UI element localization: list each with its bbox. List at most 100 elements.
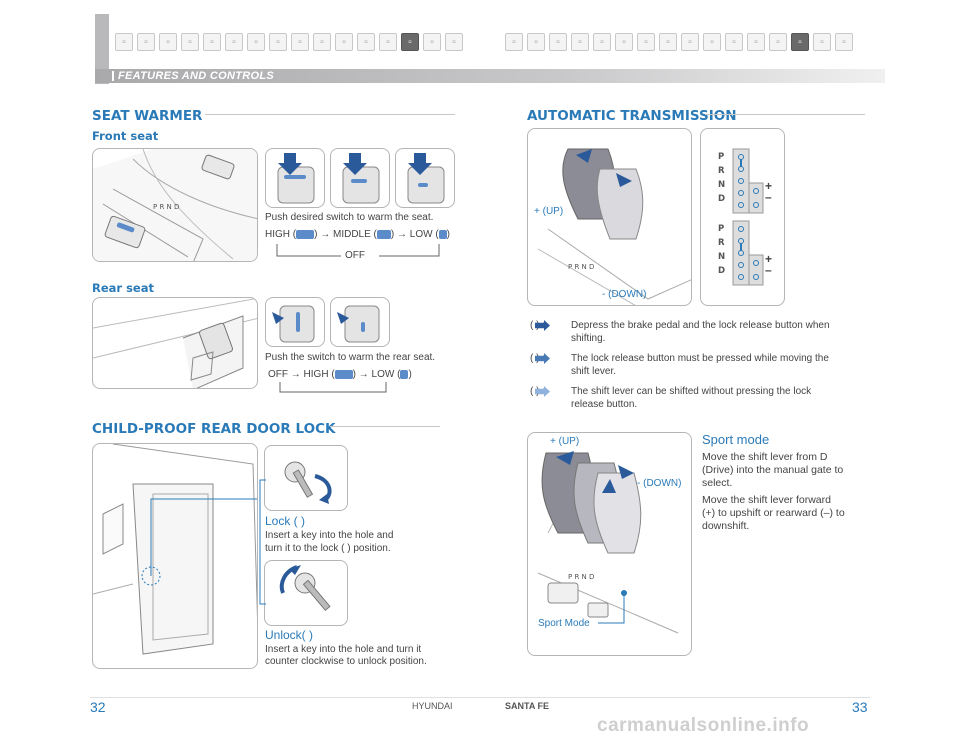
unlock-label: Unlock( ) (265, 628, 314, 642)
phone-icon: ▫ (335, 33, 353, 51)
section-header-title: FEATURES AND CONTROLS (118, 70, 275, 82)
car-icon: ▫ (159, 33, 177, 51)
seat-warmer-title: SEAT WARMER (92, 108, 203, 124)
lock-position-figure (264, 445, 348, 511)
engine2-icon: ▫ (659, 33, 677, 51)
car2-icon: ▫ (181, 33, 199, 51)
arrow-brake-icon (535, 320, 550, 331)
chapter-icons-right: ▫▫▫▫▫▫▫▫▫▫▫▫▫▫▫▫ (505, 33, 853, 55)
chapter-icons-left: ▫▫▫▫▫▫▫▫▫▫▫▫▫▫▫▫ (115, 33, 463, 55)
front-off-label: OFF (345, 250, 365, 261)
svg-text:P R N D: P R N D (153, 203, 179, 211)
legend-item: ( ) : The shift lever can be shifted wit… (530, 386, 812, 410)
front-switch-middle-figure (330, 148, 390, 208)
front-seat-sequence: HIGH () → MIDDLE () → LOW () (265, 229, 451, 240)
header-tick (112, 71, 114, 81)
arrow-release-icon (535, 353, 550, 364)
front-switch-low-figure (395, 148, 455, 208)
car7-icon: ▫ (769, 33, 787, 51)
phone2-icon: ▫ (725, 33, 743, 51)
rear-door-figure (92, 297, 258, 389)
legend-item: ( ) : The lock release button must be pr… (530, 353, 829, 377)
rear-seat-instruction: Push the switch to warm the rear seat. (265, 352, 436, 363)
gauge-icon: ▫ (423, 33, 441, 51)
engine-icon: ▫ (269, 33, 287, 51)
rear-off-return-line (279, 382, 387, 393)
up-label: + (UP) (534, 206, 564, 217)
rear-switch-low-figure (330, 297, 390, 347)
title-rule (205, 114, 455, 115)
seat-icon: ▫ (401, 33, 419, 51)
front-seat-label: Front seat (92, 129, 159, 143)
sport-mode-label: Sport Mode (538, 618, 590, 629)
footer-rule (90, 697, 870, 698)
tank-icon: ▫ (813, 33, 831, 51)
car4-icon: ▫ (225, 33, 243, 51)
car6-icon: ▫ (615, 33, 633, 51)
front-console-figure: P R N D (92, 148, 258, 262)
svg-text:P R N D: P R N D (568, 263, 594, 271)
title-rule (330, 426, 440, 427)
screen3-icon: ▫ (747, 33, 765, 51)
flag-icon: ▫ (835, 33, 853, 51)
sport-mode-p2: Move the shift lever forward(+) to upshi… (702, 494, 845, 532)
header-side-bar (95, 14, 109, 84)
arrow-free-icon (535, 386, 550, 397)
unlock-position-figure (264, 560, 348, 626)
front-seat-instruction: Push desired switch to warm the seat. (265, 212, 434, 223)
header-bar (95, 69, 885, 83)
watermark: carmanualsonline.info (597, 715, 810, 736)
page-number-left: 32 (90, 699, 106, 715)
sport-down-label: - (DOWN) (637, 478, 682, 489)
unlock-text-1: Insert a key into the hole and turn it (265, 644, 422, 655)
info2-icon: ▫ (637, 33, 655, 51)
lock-text-2: turn it to the lock ( ) position. (265, 543, 391, 554)
info-icon: ▫ (247, 33, 265, 51)
car3-icon: ▫ (203, 33, 221, 51)
bluetooth-icon: ▫ (313, 33, 331, 51)
rear-seat-sequence: OFF → HIGH () → LOW () (268, 369, 412, 380)
svg-text:P R N D: P R N D (568, 573, 594, 581)
eco-icon: ▫ (445, 33, 463, 51)
home-icon: ▫ (593, 33, 611, 51)
shift-lever-figure: P R N D (527, 128, 692, 306)
screen-icon: ▫ (357, 33, 375, 51)
sport-mode-title: Sport mode (702, 432, 770, 447)
lock-bracket-line (259, 479, 266, 605)
shift-gate-diagram (700, 128, 785, 306)
key-icon: ▫ (291, 33, 309, 51)
front-switch-high-figure (265, 148, 325, 208)
sport-up-label: + (UP) (550, 436, 580, 447)
screen2-icon: ▫ (549, 33, 567, 51)
rear-switch-high-figure (265, 297, 325, 347)
tray-icon: ▫ (379, 33, 397, 51)
page-number-right: 33 (852, 699, 868, 715)
rear-seat-label: Rear seat (92, 281, 154, 295)
pen-icon: ▫ (115, 33, 133, 51)
car5-icon: ▫ (571, 33, 589, 51)
down-label: - (DOWN) (602, 289, 647, 300)
tool-icon: ▫ (527, 33, 545, 51)
wrench-icon: ▫ (137, 33, 155, 51)
child-lock-title: CHILD-PROOF REAR DOOR LOCK (92, 421, 336, 437)
shift-legend: ( ) : Depress the brake pedal and the lo… (530, 320, 860, 419)
gate-plus-minus-bottom: +– (765, 252, 773, 277)
legend-item: ( ) : Depress the brake pedal and the lo… (530, 320, 830, 344)
rear-door-open-figure (92, 443, 258, 669)
key2-icon: ▫ (681, 33, 699, 51)
footer-brand: HYUNDAI (412, 701, 453, 711)
unlock-text-2: counter clockwise to unlock position. (265, 656, 427, 667)
sport-mode-p1: Move the shift lever from D(Drive) into … (702, 451, 844, 489)
sport-mode-figure: P R N D (527, 432, 692, 656)
footer-model: SANTA FE (505, 701, 549, 711)
lock-label: Lock ( ) (265, 514, 306, 528)
bluetooth2-icon: ▫ (703, 33, 721, 51)
lock-text-1: Insert a key into the hole and (265, 530, 394, 541)
pen-icon: ▫ (505, 33, 523, 51)
front-off-return-line (276, 244, 440, 257)
title-rule (705, 114, 865, 115)
gate-plus-minus-top: +– (765, 179, 773, 204)
seat2-icon: ▫ (791, 33, 809, 51)
